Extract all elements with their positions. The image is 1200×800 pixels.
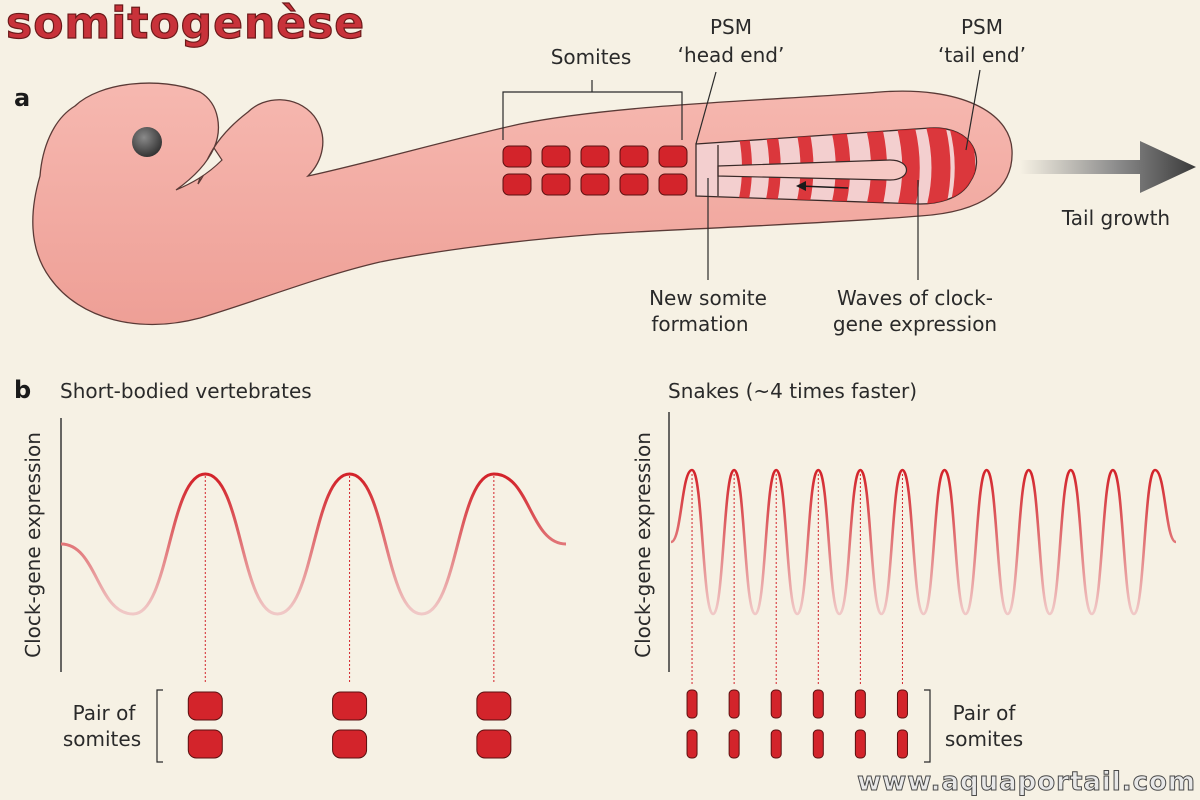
somite	[728, 689, 740, 719]
somite	[187, 729, 223, 759]
chart-right-pair-label-1: Pair of	[953, 701, 1017, 725]
somite	[619, 145, 649, 168]
chart-right-series-line	[670, 468, 1177, 616]
somites-panel-a	[502, 145, 688, 196]
clock-gene-wave-band	[924, 127, 951, 204]
panel-b-letter: b	[14, 376, 31, 404]
somite	[686, 729, 698, 759]
panel-a-letter: a	[14, 84, 30, 112]
chart-left-somite-pairs	[187, 691, 512, 759]
somite	[854, 729, 866, 759]
somite	[896, 729, 908, 759]
watermark-url: www.aquaportail.com	[857, 767, 1196, 797]
label-psm-head-1: PSM	[710, 15, 752, 39]
chart-right-ylabel: Clock-gene expression	[631, 432, 655, 658]
somite	[541, 145, 571, 168]
label-psm-tail-2: ‘tail end’	[938, 43, 1026, 67]
chart-right-peak-guides	[691, 474, 903, 684]
chart-right-pair-bracket	[924, 689, 931, 763]
chart-left-pair-bracket	[156, 689, 163, 763]
label-psm-head-2: ‘head end’	[678, 43, 785, 67]
somite	[728, 729, 740, 759]
somite	[812, 689, 824, 719]
somites-bracket	[502, 80, 683, 140]
wave-direction-arrowhead	[796, 181, 806, 191]
label-new-somite-2: formation	[651, 312, 748, 336]
chart-right-pair-label-2: somites	[945, 727, 1023, 751]
somite	[502, 173, 532, 196]
somite	[476, 729, 512, 759]
chart-left-ylabel: Clock-gene expression	[21, 432, 45, 658]
somite	[187, 691, 223, 721]
embryo-eye	[132, 127, 162, 157]
label-psm-tail-1: PSM	[961, 15, 1003, 39]
chart-left-pair-label-1: Pair of	[73, 701, 137, 725]
panel-a-annotations: Somites PSM ‘head end’ PSM ‘tail end’ Ne…	[502, 15, 1196, 336]
somite	[854, 689, 866, 719]
label-tail-growth: Tail growth	[1061, 206, 1170, 230]
psm-tail-leader	[965, 69, 981, 151]
somite	[896, 689, 908, 719]
label-somites: Somites	[551, 45, 632, 69]
somite	[770, 689, 782, 719]
somite	[658, 145, 688, 168]
label-waves-2: gene expression	[833, 312, 997, 336]
psm-inner-tube	[717, 159, 908, 181]
embryo-pharyngeal-fold	[175, 146, 223, 191]
chart-left-series-line	[60, 472, 567, 616]
chart-left-title: Short-bodied vertebrates	[60, 379, 312, 403]
label-waves-1: Waves of clock-	[837, 286, 993, 310]
somite	[619, 173, 649, 196]
somite	[580, 145, 610, 168]
somite	[812, 729, 824, 759]
somite	[502, 145, 532, 168]
chart-left-peak-guides	[204, 476, 495, 684]
somite	[658, 173, 688, 196]
psm-head-leader	[695, 71, 717, 145]
somite	[332, 729, 368, 759]
wave-direction-arrow	[799, 185, 849, 189]
chart-snakes: Snakes (~4 times faster) Clock-gene expr…	[631, 379, 1177, 763]
chart-short-bodied: Short-bodied vertebrates Clock-gene expr…	[21, 379, 567, 763]
chart-right-title: Snakes (~4 times faster)	[668, 379, 917, 403]
somite	[686, 689, 698, 719]
page-title: somitogenèse	[6, 0, 365, 49]
somite	[332, 691, 368, 721]
somite	[580, 173, 610, 196]
somite	[541, 173, 571, 196]
chart-right-somite-pairs	[686, 689, 908, 759]
label-new-somite-1: New somite	[649, 286, 767, 310]
somite	[770, 729, 782, 759]
tail-growth-arrow	[1020, 141, 1196, 193]
chart-left-pair-label-2: somites	[63, 727, 141, 751]
somite	[476, 691, 512, 721]
